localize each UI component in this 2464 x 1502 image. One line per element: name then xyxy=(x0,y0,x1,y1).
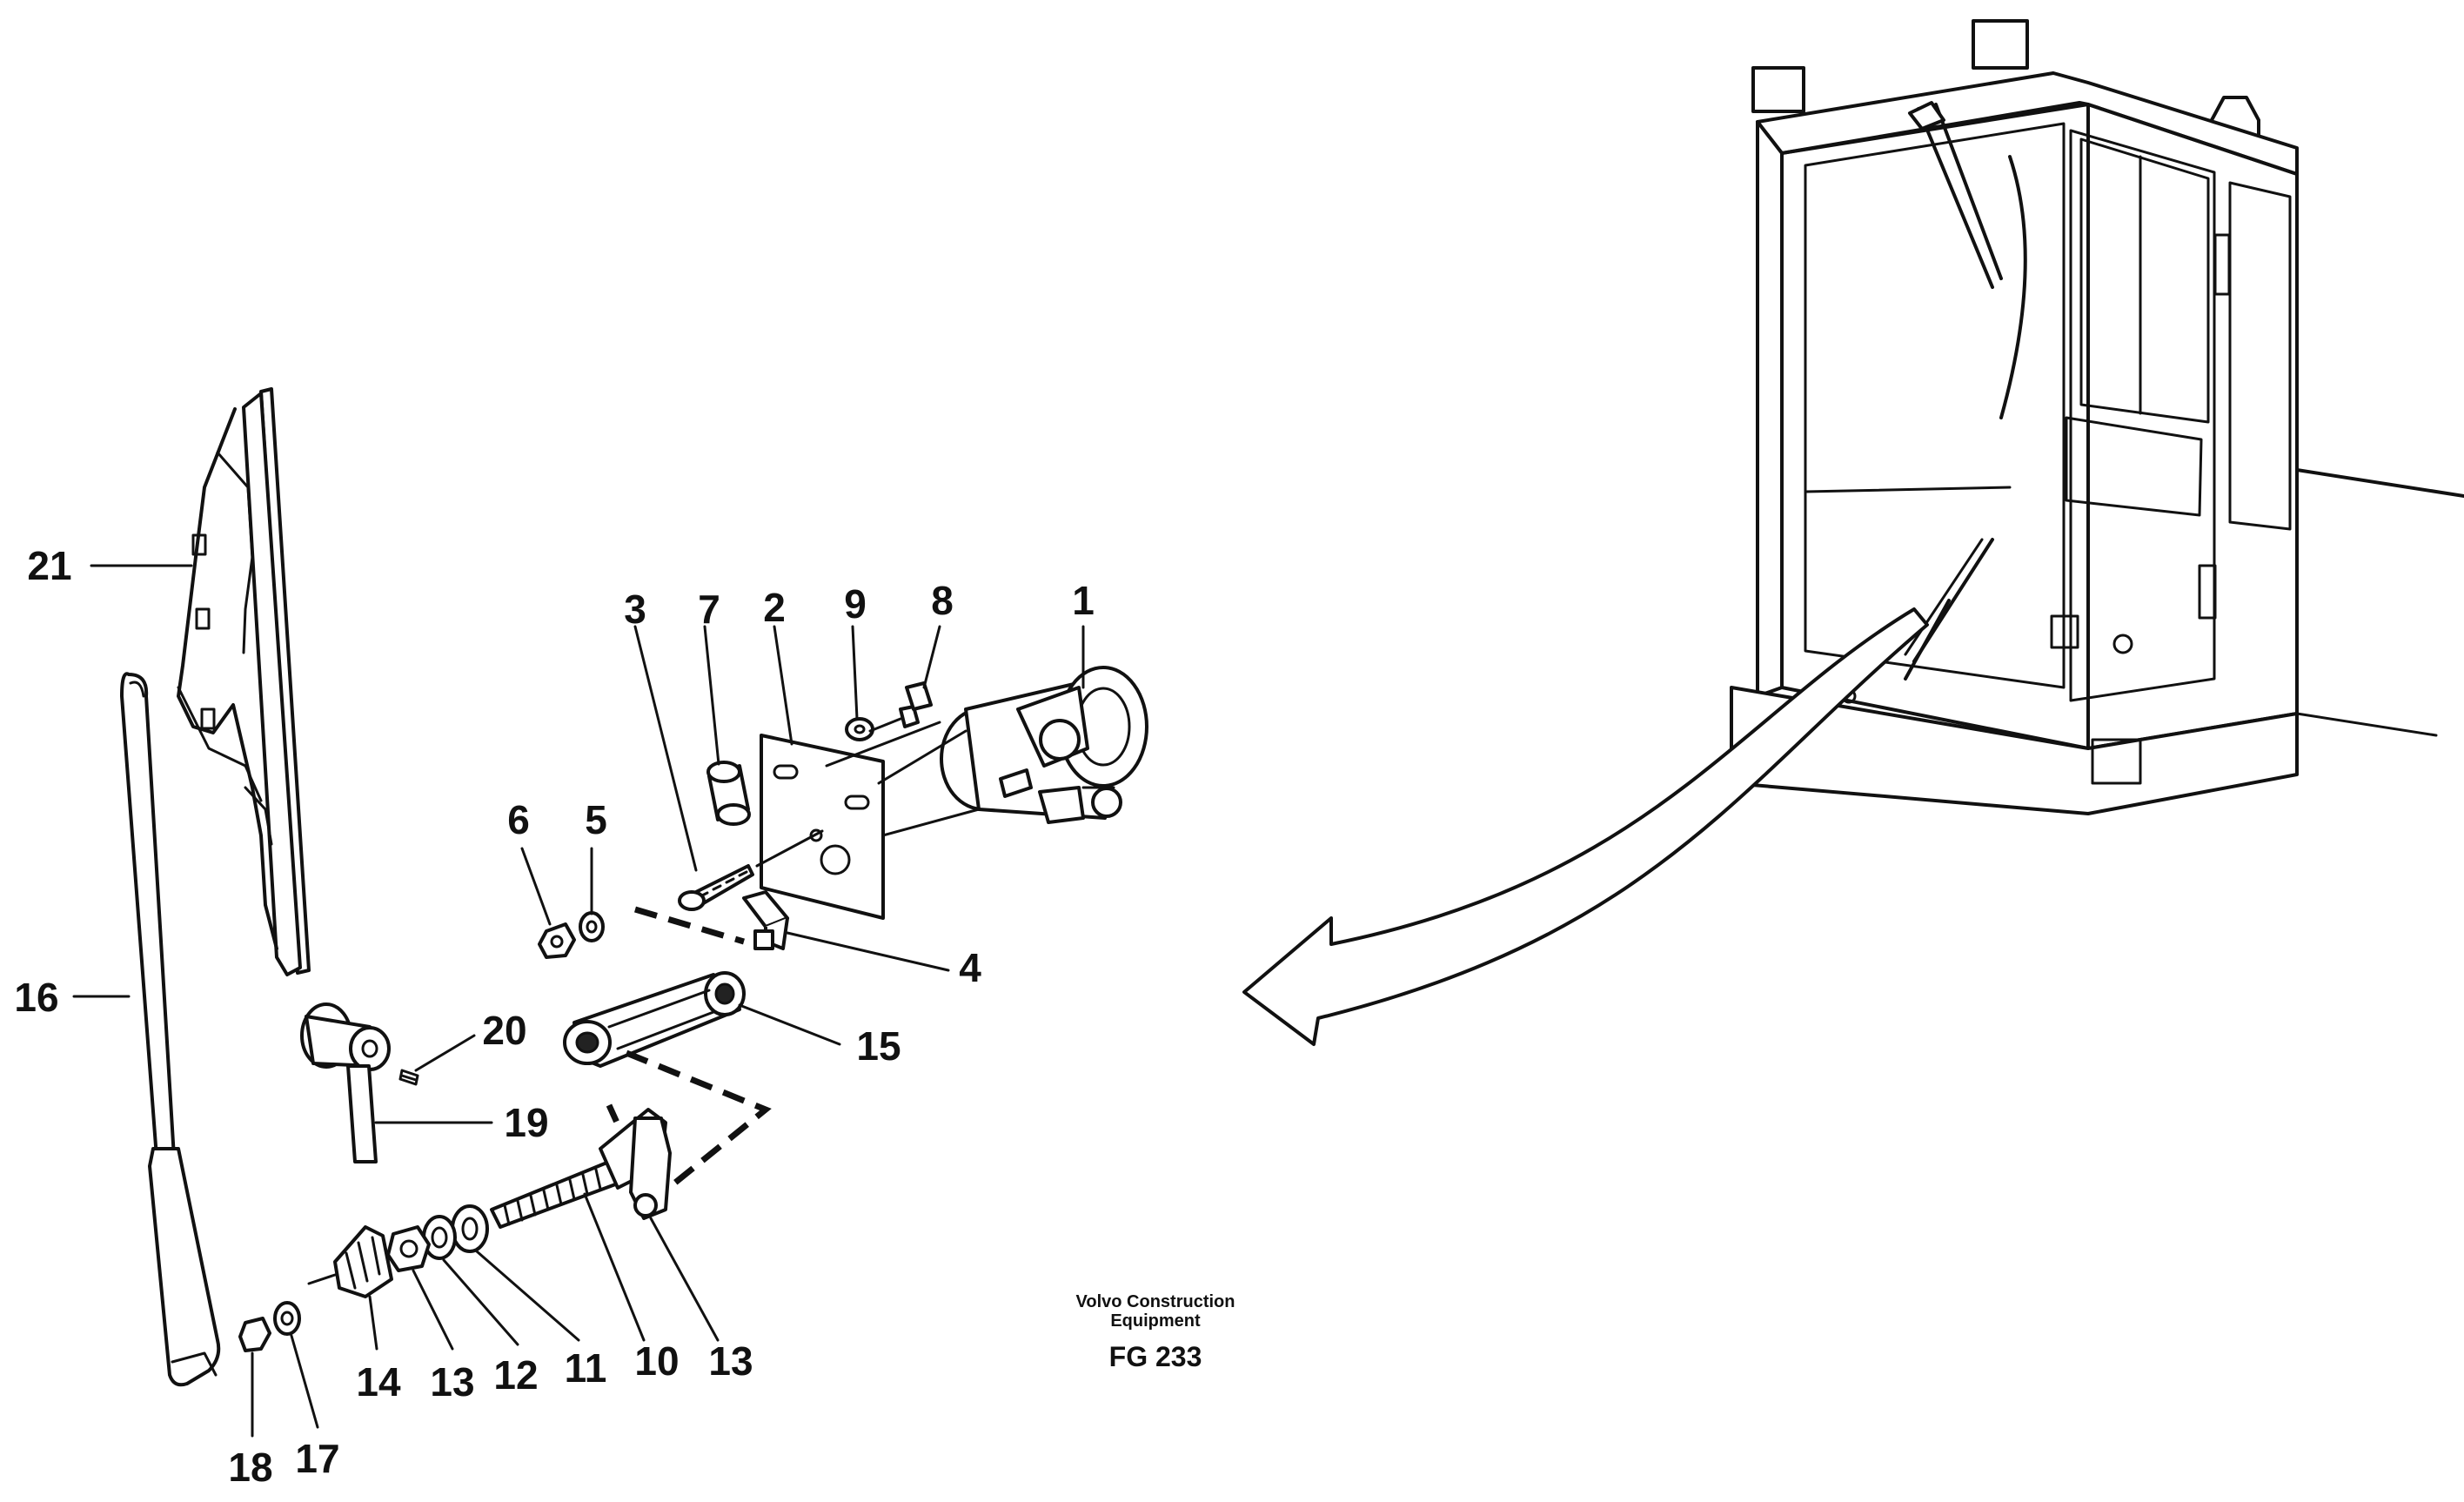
spindle-and-set-screw xyxy=(300,1002,419,1163)
wiper-arm xyxy=(120,672,221,1387)
caption-brand-line2: Equipment xyxy=(1110,1311,1201,1331)
callout-19: 19 xyxy=(504,1100,548,1145)
callout-5: 5 xyxy=(585,797,607,842)
callout-numbers: 1 2 3 4 5 6 7 8 9 10 11 12 13 13 14 15 1… xyxy=(14,543,1094,1490)
callout-13-crank: 13 xyxy=(708,1338,753,1384)
callout-20: 20 xyxy=(482,1008,526,1053)
wiper-blade xyxy=(177,387,311,976)
dashed-link-upper xyxy=(634,906,745,945)
callout-8: 8 xyxy=(931,578,954,623)
roof-lamp-center xyxy=(1972,19,2029,70)
caption-brand-line1: Volvo Construction xyxy=(1076,1292,1235,1311)
callout-21: 21 xyxy=(27,543,71,588)
callout-12: 12 xyxy=(493,1352,538,1398)
detail-arrow xyxy=(1242,607,1929,1046)
callout-16: 16 xyxy=(14,975,58,1020)
callout-15: 15 xyxy=(856,1023,901,1069)
nut-and-washer xyxy=(538,911,605,959)
figure-caption: Volvo Construction Equipment FG 233 xyxy=(1076,1292,1235,1372)
roof-lamp-left xyxy=(1751,66,1805,113)
callout-7: 7 xyxy=(698,587,720,632)
callout-13-washer: 13 xyxy=(430,1359,474,1405)
callout-18: 18 xyxy=(228,1445,272,1490)
callout-10: 10 xyxy=(634,1338,679,1384)
clamp xyxy=(742,890,789,950)
figure-code: FG 233 xyxy=(1109,1341,1202,1372)
callout-14: 14 xyxy=(356,1359,401,1405)
callout-2: 2 xyxy=(763,585,786,630)
screw xyxy=(678,829,824,911)
crank-link xyxy=(563,971,746,1068)
drive-shaft xyxy=(490,1108,672,1229)
callout-6: 6 xyxy=(507,797,530,842)
wiper-motor xyxy=(940,666,1148,824)
leader-lines xyxy=(72,564,1085,1438)
callout-1: 1 xyxy=(1072,578,1095,623)
callout-4: 4 xyxy=(959,945,981,990)
callout-11: 11 xyxy=(565,1345,607,1391)
callout-3: 3 xyxy=(624,587,646,632)
washer-and-bolt xyxy=(845,681,933,741)
washer-stack xyxy=(238,1204,489,1352)
callout-17: 17 xyxy=(295,1436,339,1481)
mounting-plate xyxy=(760,721,981,920)
callout-9: 9 xyxy=(844,581,867,627)
rubber-bushing xyxy=(706,761,751,826)
cab-illustration xyxy=(1730,19,2464,815)
